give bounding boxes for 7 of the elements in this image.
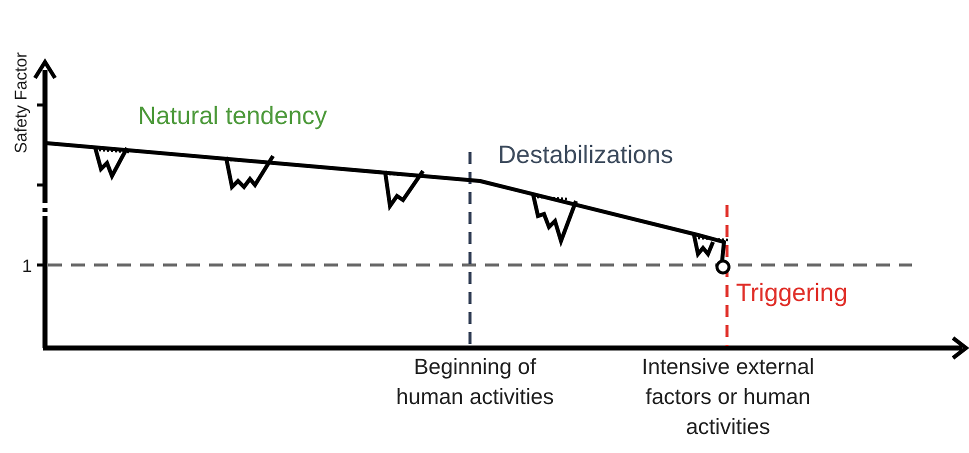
phase-label: Destabilizations [498,140,674,171]
event-label: Intensive external factors or human activities [640,353,816,441]
axis-title: Safety Factor [10,51,32,156]
event-label: Beginning of human activities [395,353,555,411]
tick-label: 1 [22,255,32,278]
phase-label: Natural tendency [138,101,328,132]
phase-label: Triggering [736,278,848,309]
